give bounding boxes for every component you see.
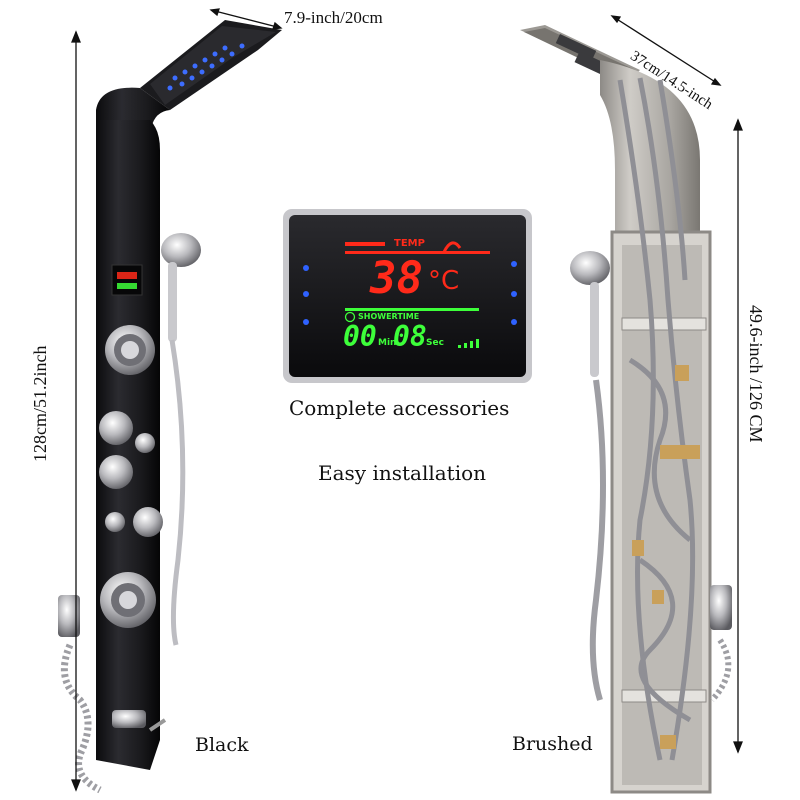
mini-display (111, 264, 143, 296)
brushed-hand-shower (570, 251, 610, 701)
control-valves (99, 411, 163, 537)
black-variant-label: Black (195, 734, 249, 756)
installation-caption: Easy installation (318, 461, 487, 485)
led-rain-head (167, 43, 245, 91)
bidet-sprayer (58, 595, 102, 794)
black-height-label: 128cm/51.2inch (30, 345, 50, 462)
body-jet-upper (105, 325, 155, 375)
accessories-caption: Complete accessories (289, 396, 510, 420)
black-shower-panel (58, 20, 282, 794)
body-jet-lower (100, 572, 156, 628)
lcd-seconds-unit: Sec (426, 338, 444, 348)
brushed-variant-label: Brushed (512, 733, 593, 755)
brushed-sprayer (710, 585, 732, 630)
black-dimension-lines (71, 8, 283, 792)
lcd-minutes: 00 (343, 320, 377, 353)
brushed-dimension-lines (610, 15, 743, 754)
clock-icon (344, 311, 356, 323)
shower-icon (442, 241, 462, 253)
lcd-temp-unit: °C (428, 266, 460, 296)
black-head-width-label: 7.9-inch/20cm (284, 8, 383, 27)
lcd-seconds: 08 (393, 320, 427, 353)
lcd-temp-label: TEMP (394, 238, 425, 249)
brass-fittings (632, 365, 700, 749)
internal-hoses (617, 77, 696, 761)
tub-spout (112, 710, 146, 728)
brushed-height-label: 49.6-inch /126 CM (746, 305, 766, 443)
lcd-minutes-unit: Min (378, 338, 397, 348)
hand-shower (161, 233, 201, 646)
lcd-timer-label: SHOWERTIME (358, 312, 420, 321)
brushed-shower-panel (520, 25, 732, 794)
lcd-temp-value: 38 (370, 253, 423, 304)
lcd-display (283, 209, 532, 383)
